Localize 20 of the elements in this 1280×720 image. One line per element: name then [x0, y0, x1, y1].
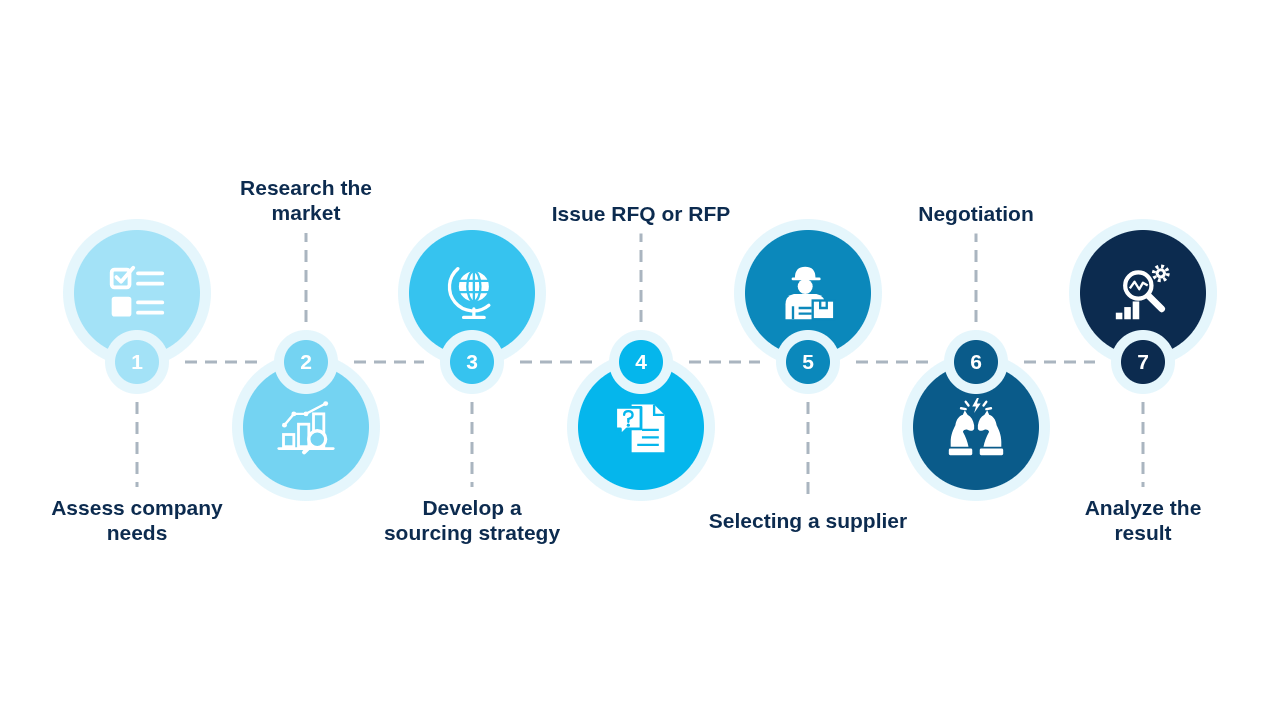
- leader-line: [974, 233, 978, 322]
- leader-line: [1141, 402, 1145, 487]
- step-label: Issue RFQ or RFP: [551, 200, 731, 226]
- step-label: Analyze the result: [1080, 495, 1206, 545]
- leader-line: [639, 233, 643, 322]
- step-number: 3: [466, 350, 478, 374]
- step-number: 5: [802, 350, 814, 374]
- step-number: 6: [970, 350, 982, 374]
- leader-line: [470, 402, 474, 487]
- step-label: Selecting a supplier: [708, 507, 908, 533]
- step-number: 2: [300, 350, 312, 374]
- step-number: 1: [131, 350, 143, 374]
- step-label: Assess company needs: [46, 495, 228, 545]
- step-label: Negotiation: [918, 200, 1034, 226]
- step-label: Research the market: [235, 175, 377, 225]
- leader-line: [304, 233, 308, 322]
- step-number: 4: [635, 350, 647, 374]
- step-number: 7: [1137, 350, 1149, 374]
- leader-line: [135, 402, 139, 487]
- step-label: Develop a sourcing strategy: [380, 495, 564, 545]
